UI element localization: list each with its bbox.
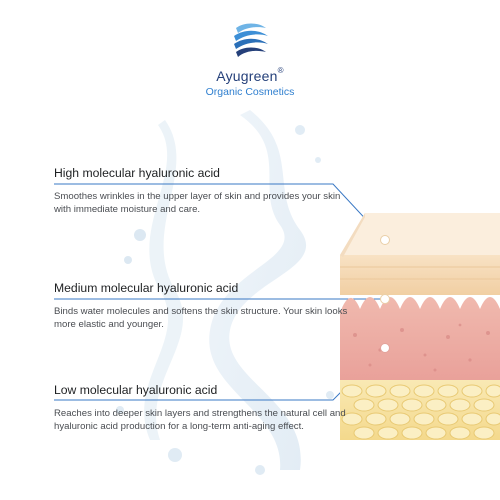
callout-dot-medium (380, 294, 390, 304)
brand-name: Ayugreen® (0, 66, 500, 84)
section-description: Reaches into deeper skin layers and stre… (54, 408, 346, 432)
skin-top-surface (340, 213, 500, 255)
ayugreen-logo-icon (234, 23, 268, 57)
brand-tagline: Organic Cosmetics (205, 86, 295, 98)
section-title: Medium molecular hyaluronic acid (54, 281, 239, 295)
brand-name-text: Ayugreen (216, 68, 278, 84)
section-high-molecular: High molecular hyaluronic acid Smoothes … (54, 166, 354, 216)
section-description: Smoothes wrinkles in the upper layer of … (54, 191, 341, 215)
section-medium-molecular: Medium molecular hyaluronic acid Binds w… (54, 281, 354, 331)
dermis-layer (340, 297, 500, 380)
skin-layers-illustration (340, 213, 500, 440)
registered-mark: ® (277, 66, 284, 75)
section-title: Low molecular hyaluronic acid (54, 383, 218, 397)
callout-dot-high (380, 235, 390, 245)
callout-dot-low (380, 343, 390, 353)
section-low-molecular: Low molecular hyaluronic acid Reaches in… (54, 383, 354, 433)
section-description: Binds water molecules and softens the sk… (54, 306, 348, 330)
section-title: High molecular hyaluronic acid (54, 166, 220, 180)
epidermis-layer (340, 255, 500, 295)
